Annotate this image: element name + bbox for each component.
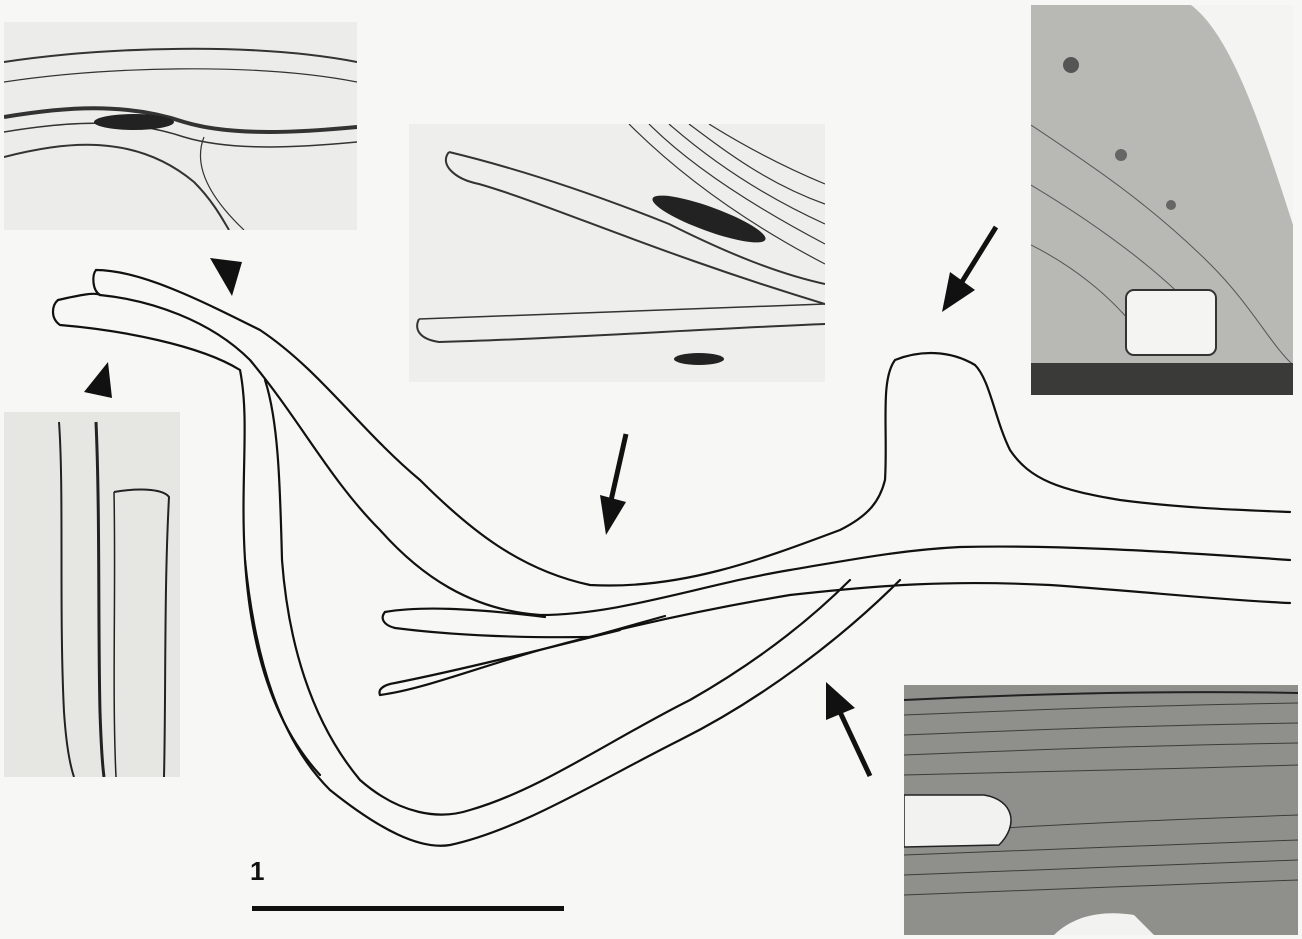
micrograph-image [409, 124, 825, 382]
arrowhead-marker-lower [84, 362, 112, 398]
outline-left-inner [265, 380, 850, 815]
micrograph-image [4, 412, 180, 777]
arrowhead-markers [84, 258, 242, 398]
outline-left-lobe-top [58, 294, 100, 300]
micrograph-panel-top-left [4, 22, 357, 230]
figure-number-label: 1 [250, 856, 264, 887]
micrograph-image [1031, 5, 1293, 395]
scale-bar [252, 906, 564, 911]
micrograph-panel-top-right [1031, 5, 1293, 395]
micrograph-panel-left [4, 412, 180, 777]
outline-left-inner-2 [245, 560, 320, 775]
micrograph-image [904, 685, 1298, 935]
outline-small-tip-1 [383, 612, 665, 637]
micrograph-image [4, 22, 357, 230]
arrow-marker-right [942, 227, 996, 312]
micrograph-panel-top-center [409, 124, 825, 382]
arrowhead-marker-upper [210, 258, 242, 296]
micrograph-panel-bottom-right [904, 685, 1298, 935]
outline-upper-tip [93, 270, 100, 295]
arrow-marker-lower [826, 682, 870, 776]
arrow-marker-center [600, 434, 626, 535]
